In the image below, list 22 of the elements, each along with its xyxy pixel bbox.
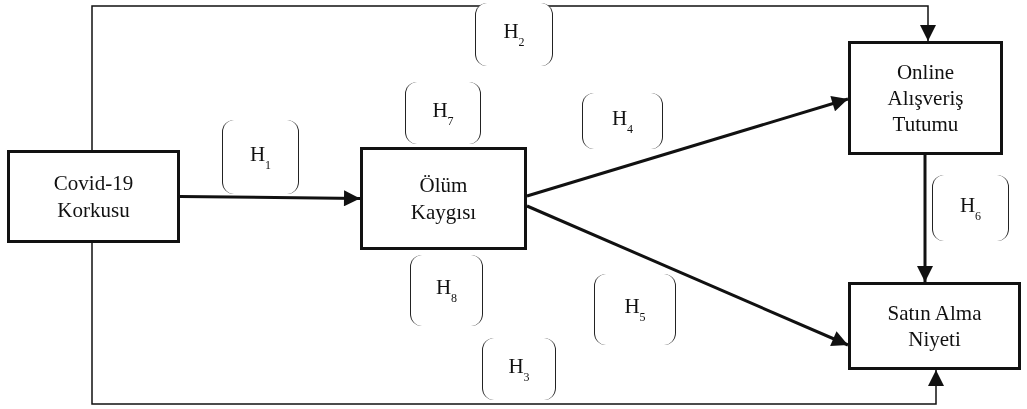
arrow	[526, 204, 849, 347]
hypothesis-label: H$_{1}$	[249, 141, 272, 173]
hypothesis-label: H$_{3}$	[508, 353, 530, 385]
node-label: Covid-19 Korkusu	[52, 170, 135, 223]
hypothesis-label: H$_{8}$	[435, 275, 458, 306]
hypothesis-label: H$_{7}$	[432, 97, 454, 129]
arrow	[526, 95, 849, 198]
process-box	[848, 41, 1003, 155]
node-label: Ölüm Kaygısı	[409, 172, 478, 225]
hypothesis-label: H$_{2}$	[503, 19, 525, 50]
node-label: Online Alışveriş Tutumu	[886, 58, 965, 138]
process-box	[848, 282, 1021, 370]
hypothesis-label: H$_{6}$	[959, 192, 982, 224]
hypothesis-label: H$_{4}$	[611, 105, 634, 137]
arrow	[180, 190, 360, 207]
arrow	[91, 5, 936, 151]
hypothesis-label: H$_{5}$	[624, 294, 646, 325]
arrow	[917, 155, 933, 282]
process-box	[7, 150, 180, 243]
process-box	[360, 147, 527, 250]
arrow	[91, 242, 944, 405]
node-label: Satın Alma Niyeti	[886, 299, 983, 353]
